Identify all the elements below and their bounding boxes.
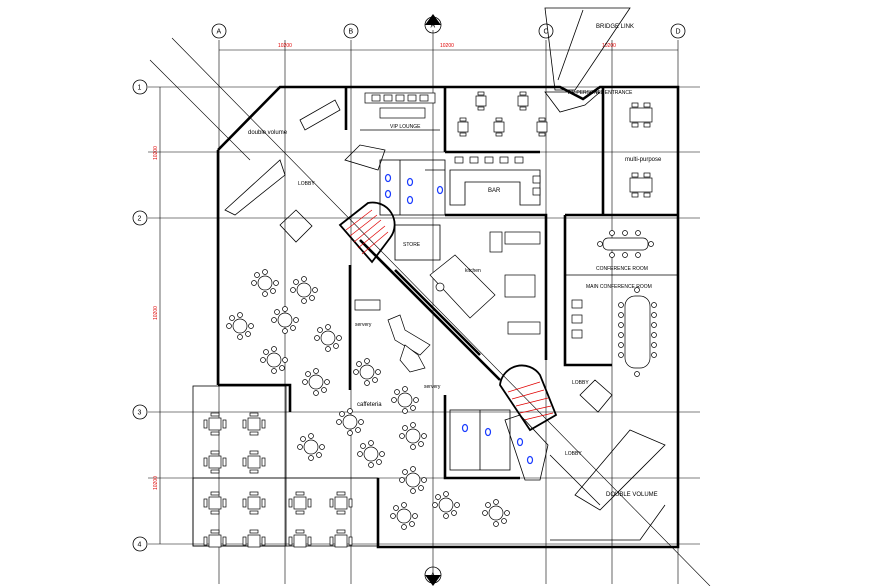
bar-area: BAR (449, 156, 541, 206)
lobby-top: LOBBY (279, 144, 386, 243)
square-table-icon (242, 491, 266, 515)
round-table-icon (357, 440, 385, 468)
lobby-bottom-label: LOBBY (565, 451, 582, 457)
toilets-top (379, 159, 446, 216)
double-volume-top-label: double volume (248, 130, 288, 136)
terrace-area (192, 385, 379, 547)
store-label: STORE (403, 242, 421, 248)
square-table-icon (203, 412, 227, 436)
grid-bubble-a: A (217, 29, 222, 36)
section-marker-bottom: A (431, 573, 436, 580)
servery-right-label: servery (424, 384, 441, 390)
round-table-icon (226, 312, 254, 340)
grid-bubble-1: 1 (138, 85, 142, 92)
grid-bubble-d: D (676, 29, 681, 36)
round-table-icon (336, 408, 364, 436)
square-table-icon (242, 412, 266, 436)
main-conference-room: MAIN CONFERENCE ROOM (571, 284, 657, 377)
round-table-icon (390, 502, 418, 530)
servery-left-label: servery (355, 322, 372, 328)
grid-bubbles: A B C D 1 2 3 4 A A (132, 14, 686, 586)
double-volume-bottom: DOUBLE VOLUME (550, 429, 666, 541)
square-table-icon (288, 491, 312, 515)
round-table-icon (399, 466, 427, 494)
grid-bubble-4: 4 (138, 542, 142, 549)
round-table-icon (391, 386, 419, 414)
square-table-icon (329, 529, 353, 548)
round-table-icon (353, 358, 381, 386)
vip-lounge: VIP LOUNGE (360, 92, 440, 131)
cafeteria-label: caffeteria (357, 402, 382, 408)
vip-lounge-label: VIP LOUNGE (390, 124, 421, 130)
dimension-top-2: 10200 (440, 43, 454, 49)
round-table-icon (271, 306, 299, 334)
conference-room: CONFERENCE ROOM (565, 230, 678, 276)
round-table-icon (260, 346, 288, 374)
round-table-icon (251, 269, 279, 297)
dimension-top-3: 10200 (602, 43, 616, 49)
lobby-bottom: LOBBY LOBBY (565, 379, 613, 457)
grid-bubble-3: 3 (138, 410, 142, 417)
multi-purpose-label: multi-purpose (625, 157, 662, 163)
bridge-link-label: BRIDGE LINK (596, 24, 634, 30)
square-table-icon (288, 529, 312, 548)
toilets-bottom (449, 409, 549, 481)
grid-bubble-b: B (349, 29, 354, 36)
double-volume-bottom-label: DOUBLE VOLUME (606, 492, 658, 498)
cafeteria-tables (226, 269, 510, 530)
round-table-icon (399, 422, 427, 450)
round-table-icon (482, 499, 510, 527)
main-conference-room-label: MAIN CONFERENCE ROOM (586, 284, 652, 290)
store-room: STORE (394, 224, 441, 261)
round-table-icon (432, 491, 460, 519)
round-table-icon (302, 368, 330, 396)
terrace-square-tables (203, 412, 353, 548)
bar-label: BAR (488, 188, 501, 194)
stair-bottom (499, 364, 558, 432)
grid-bubble-2: 2 (138, 216, 142, 223)
dimension-top-1: 10200 (278, 43, 292, 49)
stair-top (338, 201, 396, 264)
square-table-group-vip (457, 91, 548, 137)
kitchen-area: kitchen (429, 231, 541, 335)
kitchen-label: kitchen (465, 268, 481, 274)
square-table-icon (329, 491, 353, 515)
conference-room-label: CONFERENCE ROOM (596, 266, 648, 272)
grid-bubble-c: C (544, 29, 549, 36)
dimension-left-2: 10200 (153, 306, 159, 320)
round-table-icon (297, 433, 325, 461)
section-marker-top: A (431, 23, 436, 30)
bridge-link: BRIDGE LINK (544, 7, 634, 91)
vip-entrance: VIP PERSONEL ENTRANCE (544, 90, 633, 113)
double-volume-top: double volume (224, 99, 341, 216)
multi-purpose-room: multi-purpose (625, 102, 662, 198)
square-table-icon (242, 529, 266, 548)
dimension-left-3: 10200 (153, 476, 159, 490)
square-table-icon (203, 491, 227, 515)
square-table-icon (203, 450, 227, 474)
lobby-top-label: LOBBY (298, 181, 315, 187)
round-table-icon (314, 324, 342, 352)
lobby-small-label: LOBBY (572, 380, 589, 386)
square-table-icon (203, 529, 227, 548)
square-table-icon (242, 450, 266, 474)
diagonal-spine (359, 239, 601, 506)
round-table-icon (290, 276, 318, 304)
servery-area: servery servery caffeteria (354, 299, 441, 408)
vip-entrance-label: VIP PERSONEL ENTRANCE (567, 90, 633, 96)
dimension-left-1: 10200 (153, 146, 159, 160)
